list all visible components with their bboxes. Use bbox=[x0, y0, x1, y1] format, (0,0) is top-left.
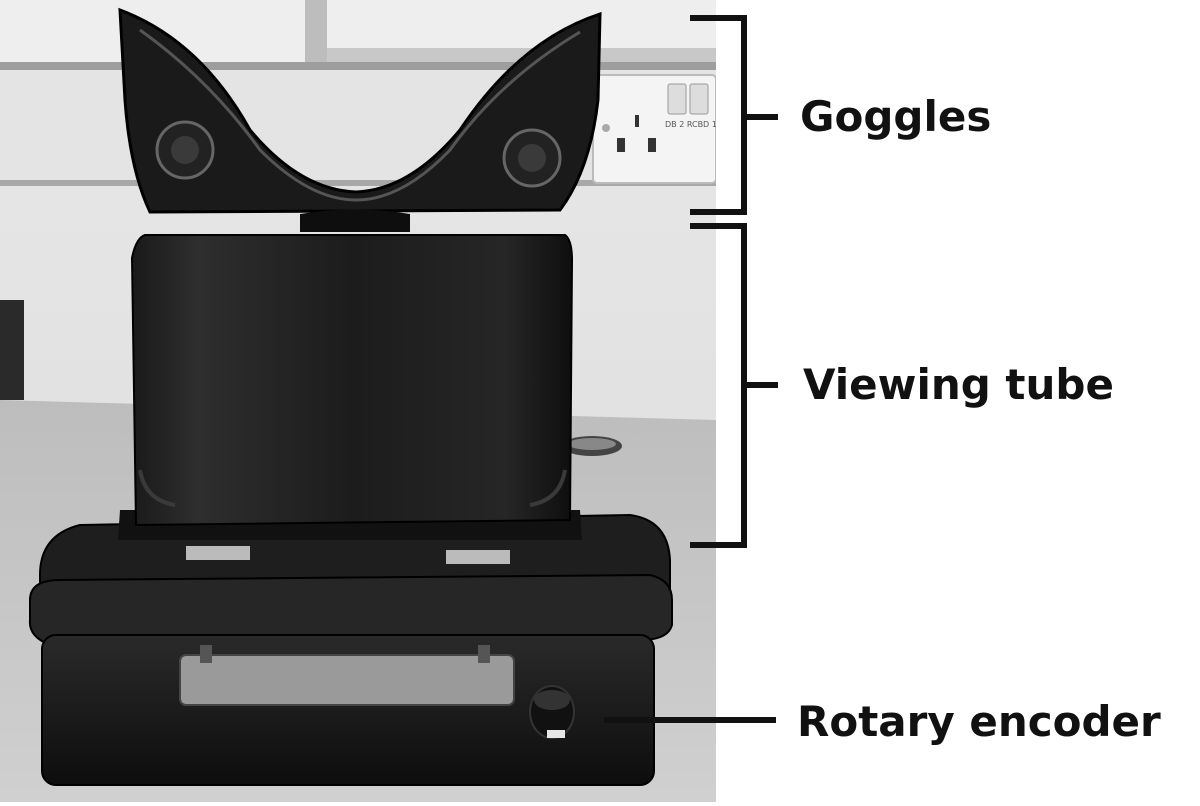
base-box bbox=[28, 513, 673, 786]
viewing-tube bbox=[118, 234, 582, 540]
wall-socket: DB 2 RCBD 1 bbox=[592, 74, 717, 184]
socket-label: DB 2 RCBD 1 bbox=[665, 120, 717, 129]
label-rotary-encoder: Rotary encoder bbox=[797, 697, 1161, 746]
label-viewing-tube: Viewing tube bbox=[803, 360, 1114, 409]
label-goggles: Goggles bbox=[800, 92, 992, 141]
goggles-bracket bbox=[690, 15, 778, 215]
goggles bbox=[118, 7, 602, 232]
viewing-tube-bracket bbox=[690, 223, 778, 548]
rotary-knob bbox=[529, 685, 575, 739]
